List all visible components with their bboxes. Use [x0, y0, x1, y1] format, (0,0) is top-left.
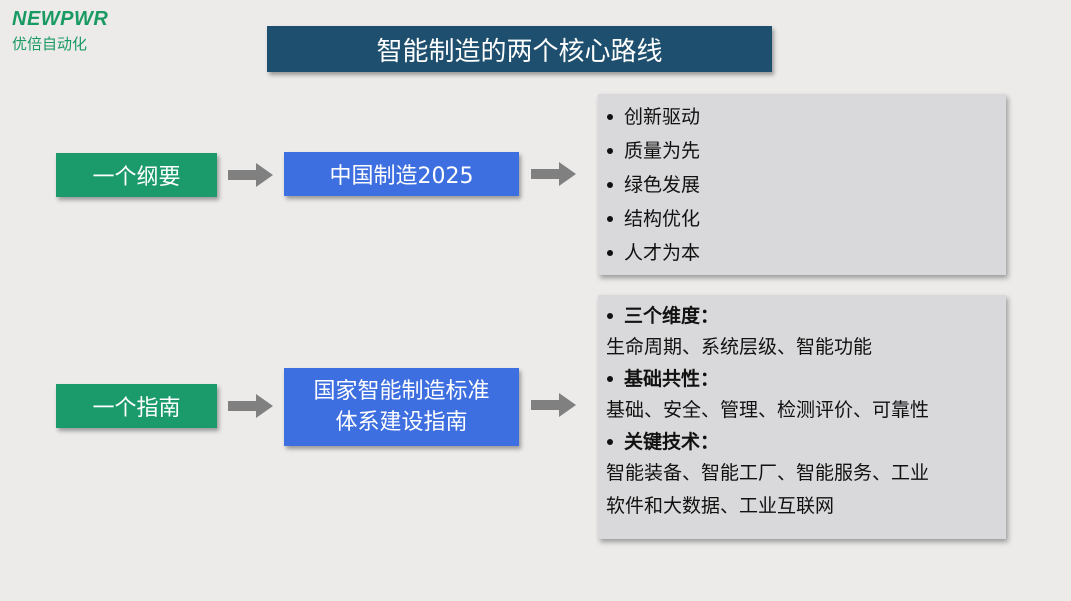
list-item: 创新驱动: [606, 100, 1006, 134]
standards-guide-box: 国家智能制造标准 体系建设指南: [284, 368, 519, 446]
logo-brand-text: NEWPWR: [12, 8, 109, 30]
china-2025-box: 中国制造2025: [284, 152, 519, 196]
list-item: 结构优化: [606, 202, 1006, 236]
common-basis-section: 基础共性： 基础、安全、管理、检测评价、可靠性: [606, 364, 1006, 427]
outline-label-box: 一个纲要: [56, 153, 217, 197]
list-item: 人才为本: [606, 236, 1006, 270]
key-tech-section: 关键技术： 智能装备、智能工厂、智能服务、工业 软件和大数据、工业互联网: [606, 427, 1006, 523]
standards-guide-line1: 国家智能制造标准: [313, 379, 490, 404]
arrow-right-icon: [228, 394, 273, 418]
standards-panel: 三个维度： 生命周期、系统层级、智能功能 基础共性： 基础、安全、管理、检测评价…: [598, 295, 1006, 539]
section-detail: 智能装备、智能工厂、智能服务、工业: [606, 462, 930, 484]
principles-list: 创新驱动 质量为先 绿色发展 结构优化 人才为本: [598, 94, 1006, 270]
section-heading: 关键技术：: [606, 427, 1006, 457]
section-detail: 基础、安全、管理、检测评价、可靠性: [606, 399, 930, 421]
section-heading: 基础共性：: [606, 364, 1006, 394]
list-item: 绿色发展: [606, 168, 1006, 202]
dimension-section: 三个维度： 生命周期、系统层级、智能功能: [606, 301, 1006, 364]
section-detail: 软件和大数据、工业互联网: [606, 495, 835, 517]
arrow-right-icon: [531, 393, 576, 417]
logo-subtitle: 优倍自动化: [12, 35, 88, 53]
arrow-right-icon: [531, 162, 576, 186]
brand-logo: NEWPWR 优倍自动化: [12, 8, 108, 54]
section-heading: 三个维度：: [606, 301, 1006, 331]
list-item: 质量为先: [606, 134, 1006, 168]
section-detail: 生命周期、系统层级、智能功能: [606, 336, 873, 358]
principles-panel: 创新驱动 质量为先 绿色发展 结构优化 人才为本: [598, 94, 1006, 275]
standards-guide-line2: 体系建设指南: [335, 410, 468, 435]
slide-title: 智能制造的两个核心路线: [267, 26, 772, 72]
arrow-right-icon: [228, 163, 273, 187]
guide-label-box: 一个指南: [56, 384, 217, 428]
